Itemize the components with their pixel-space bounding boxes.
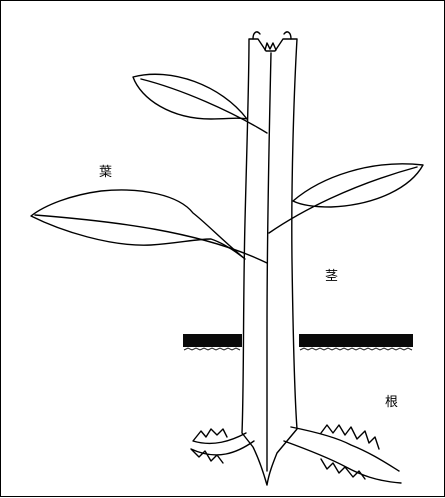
label-stem: 茎: [325, 269, 338, 284]
root-right: [284, 425, 401, 483]
root-left: [191, 429, 254, 463]
label-root: 根: [385, 395, 398, 410]
leaf-lower-left: [31, 190, 245, 259]
ground-line: [183, 334, 413, 350]
vascular-bundle: [267, 53, 271, 471]
leaf-lower-left-vein: [35, 215, 267, 263]
label-leaf: 葉: [99, 165, 112, 180]
